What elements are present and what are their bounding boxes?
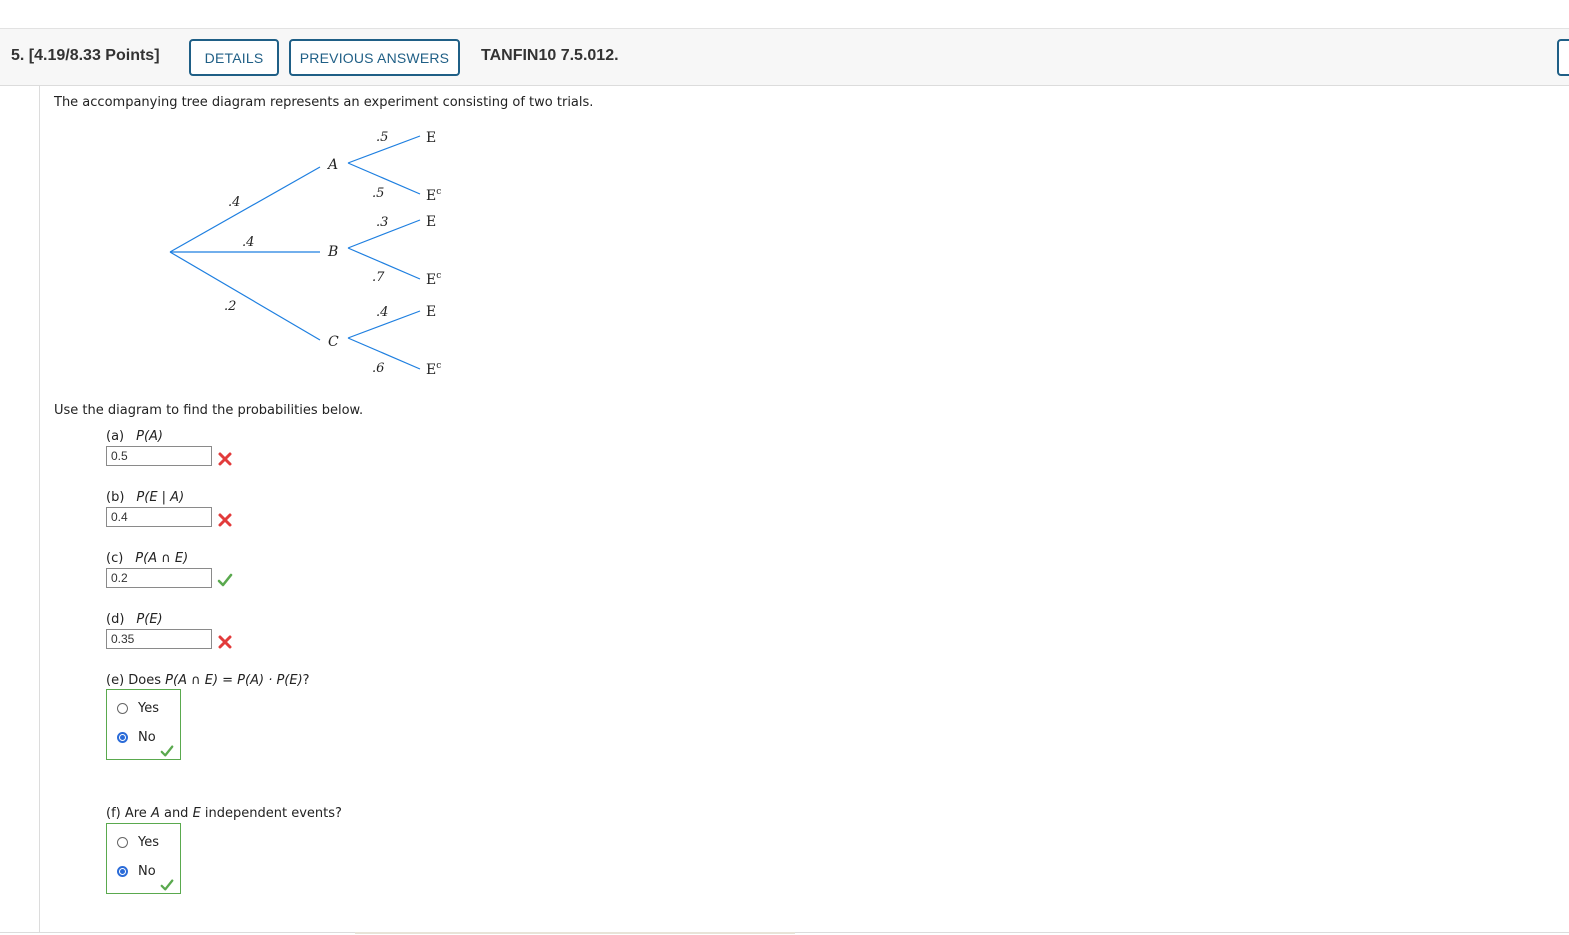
part-e-option-no[interactable]: No — [117, 730, 156, 745]
part-d-answer-input[interactable]: 0.35 — [106, 629, 212, 649]
incorrect-x-icon — [218, 513, 232, 527]
outcome-C-E: E — [426, 304, 436, 320]
branch-A-E — [347, 135, 421, 164]
intro-text: The accompanying tree diagram represents… — [54, 95, 594, 110]
header-right-button[interactable] — [1557, 39, 1569, 76]
prob-C-E: .4 — [376, 305, 388, 320]
question-points: [4.19/8.33 Points] — [28, 47, 160, 64]
left-rule — [39, 86, 40, 933]
previous-answers-button[interactable]: PREVIOUS ANSWERS — [289, 39, 460, 76]
tree-diagram: .4 .4 .2 A B C .5 .5 .3 .7 .4 .6 E Ec E … — [169, 130, 441, 378]
prob-B-Ec: .7 — [372, 270, 385, 285]
part-e-radio-group: Yes No — [106, 689, 181, 760]
branch-A-Ec — [347, 162, 421, 195]
part-f-option-yes[interactable]: Yes — [117, 835, 159, 850]
part-b-label: (b)P(E | A) — [106, 490, 185, 505]
node-B: B — [327, 244, 338, 260]
part-d-label: (d)P(E) — [106, 612, 163, 627]
radio-unchecked-icon[interactable] — [117, 837, 128, 848]
part-a-answer-input[interactable]: 0.5 — [106, 446, 212, 466]
prob-B: .4 — [242, 235, 254, 250]
radio-checked-icon[interactable] — [117, 732, 128, 743]
question-title: 5. [4.19/8.33 Points] — [11, 47, 160, 65]
prob-A: .4 — [228, 195, 240, 210]
branch-C-Ec — [347, 337, 421, 370]
part-f-question: (f) Are A and E independent events? — [106, 806, 342, 821]
part-c-answer-input[interactable]: 0.2 — [106, 568, 212, 588]
radio-unchecked-icon[interactable] — [117, 703, 128, 714]
radio-checked-icon[interactable] — [117, 866, 128, 877]
bottom-accent-divider — [355, 932, 795, 934]
question-number: 5. — [11, 47, 25, 64]
part-f-option-no[interactable]: No — [117, 864, 156, 879]
prob-A-E: .5 — [376, 130, 388, 145]
question-code: TANFIN10 7.5.012. — [481, 47, 619, 64]
part-b-answer-input[interactable]: 0.4 — [106, 507, 212, 527]
correct-check-icon — [160, 879, 174, 891]
correct-check-icon — [217, 573, 233, 587]
prob-A-Ec: .5 — [372, 186, 384, 201]
part-c-label: (c)P(A ∩ E) — [106, 551, 189, 566]
details-button[interactable]: DETAILS — [189, 39, 279, 76]
branch-to-A — [169, 166, 321, 253]
prob-C-Ec: .6 — [372, 361, 384, 376]
outcome-A-Ec: Ec — [426, 187, 441, 204]
correct-check-icon — [160, 745, 174, 757]
node-C: C — [328, 334, 339, 350]
incorrect-x-icon — [218, 452, 232, 466]
branch-B-E — [347, 219, 421, 249]
outcome-B-Ec: Ec — [426, 271, 441, 288]
outcome-C-Ec: Ec — [426, 361, 441, 378]
instructions-text: Use the diagram to find the probabilitie… — [54, 403, 364, 418]
part-a-label: (a)P(A) — [106, 429, 164, 444]
node-A: A — [326, 157, 338, 173]
branch-C-E — [347, 310, 421, 339]
branch-to-C — [169, 251, 321, 341]
branch-B-Ec — [347, 247, 421, 280]
part-e-question: (e) Does P(A ∩ E) = P(A) · P(E)? — [106, 673, 310, 688]
incorrect-x-icon — [218, 635, 232, 649]
outcome-B-E: E — [426, 214, 436, 230]
outcome-A-E: E — [426, 130, 436, 146]
top-divider — [0, 28, 1569, 29]
part-e-option-yes[interactable]: Yes — [117, 701, 159, 716]
prob-B-E: .3 — [376, 215, 388, 230]
part-f-radio-group: Yes No — [106, 823, 181, 894]
question-header: 5. [4.19/8.33 Points] DETAILS PREVIOUS A… — [0, 29, 1569, 86]
prob-C: .2 — [224, 299, 236, 314]
